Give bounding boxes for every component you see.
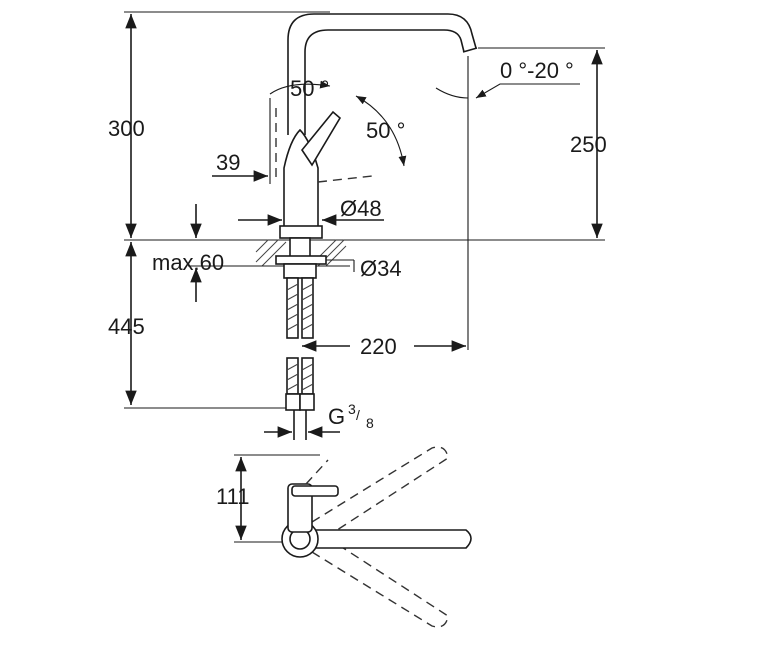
label-angle-lever-front: 50 ° (290, 76, 329, 101)
angle-spout: 0 °-20 ° (435, 56, 580, 350)
dimension-total-height: 300 (108, 11, 330, 238)
faucet-top-view: 111 (216, 446, 472, 628)
label-hole-diameter: Ø34 (360, 256, 402, 281)
angle-lever-front: 50 ° (269, 76, 331, 101)
dimension-reach: 220 (302, 334, 466, 359)
dimension-lever-offset: 39 (212, 98, 271, 184)
label-top-view-depth: 111 (216, 484, 249, 509)
label-height-spout: 250 (570, 132, 607, 157)
label-reach: 220 (360, 334, 397, 359)
label-thread-prefix: G (328, 404, 345, 429)
label-thread-den: 8 (366, 415, 374, 431)
dimension-thread: G 3 / 8 (264, 401, 374, 438)
dimension-hose-length: 445 (108, 241, 296, 409)
label-height-total: 300 (108, 116, 145, 141)
label-lever-offset: 39 (216, 150, 240, 175)
label-thread-num: 3 (348, 401, 356, 417)
label-max-counter: max.60 (152, 250, 224, 275)
dimension-spout-height: 250 (478, 47, 607, 238)
label-base-diameter: Ø48 (340, 196, 382, 221)
counter-section-hatch (255, 237, 350, 279)
supply-hoses (285, 277, 315, 440)
label-angle-lever-side: 50 ° (366, 118, 405, 143)
dimension-base-diameter: Ø48 (238, 196, 384, 226)
angle-lever-side: 50 ° (355, 95, 407, 167)
dimension-max-counter: max.60 (152, 204, 258, 302)
svg-text:/: / (356, 407, 360, 423)
dimension-hole-diameter: Ø34 (326, 256, 402, 281)
label-angle-spout: 0 °-20 ° (500, 58, 574, 83)
label-hose-length: 445 (108, 314, 145, 339)
faucet-side-view (275, 13, 478, 239)
